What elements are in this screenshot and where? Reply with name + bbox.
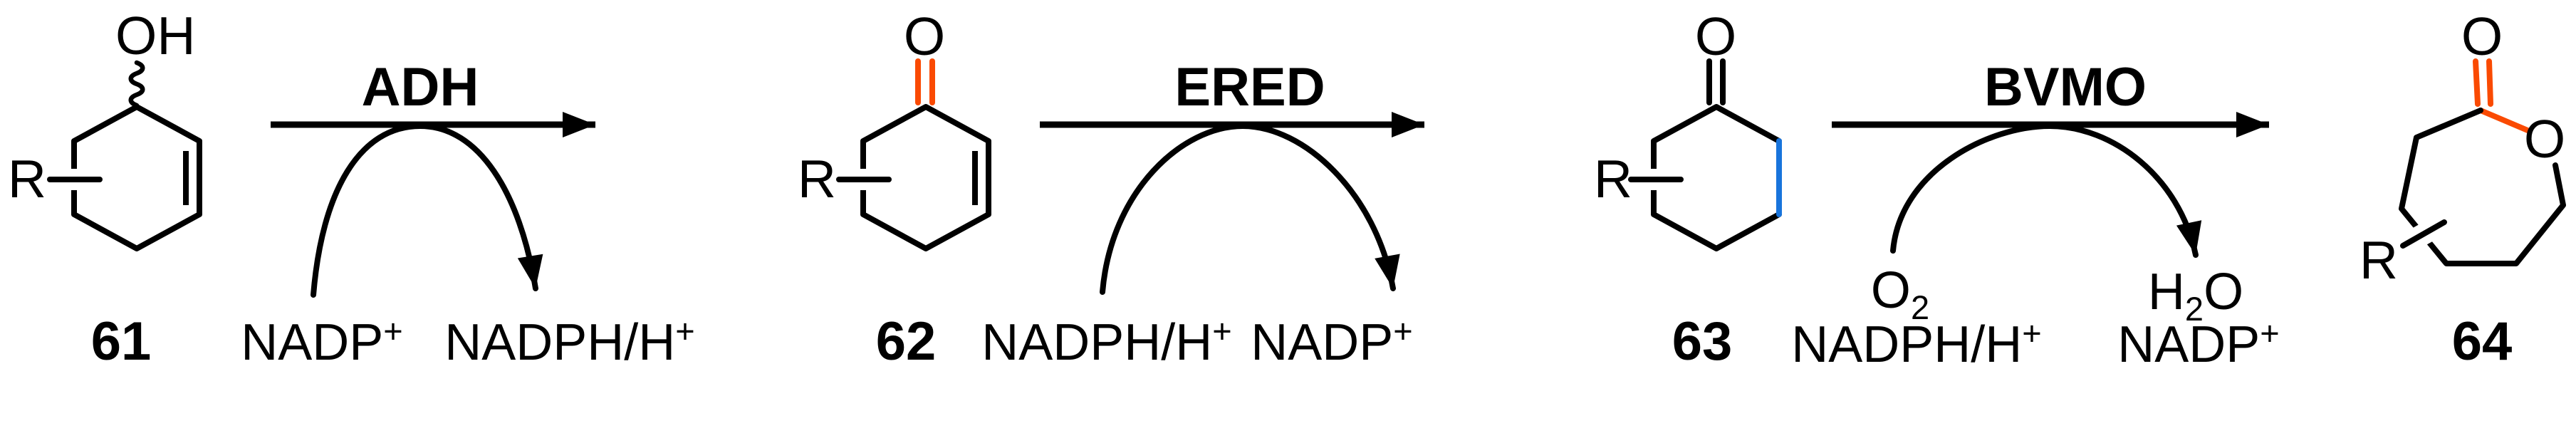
reaction-step-bvmo: BVMO O2 NADPH/H+ H2O NADP+ [1791,57,2280,373]
wavy-stereo-bond [128,60,145,108]
cofactor-in-nadph: NADPH/H+ [1791,314,2042,373]
ring-62 [860,104,991,251]
r-group-label-61: R [8,149,46,209]
cofactor-in-nadph: NADPH/H+ [981,312,1232,371]
compound-number-62: 62 [876,311,937,372]
ring-oxygen-label-64: O [2524,109,2565,169]
reaction-step-adh: ADH NADP+ NADPH/H+ [241,57,695,371]
compound-number-63: 63 [1672,311,1733,372]
cofactor-text: NADP [1251,314,1393,371]
cofactor-text: NADP [2117,316,2260,373]
cofactor-text: NADP [241,314,383,371]
cofactor-out-nadp: NADP+ [2117,314,2280,373]
compound-62: O R 62 [798,6,991,372]
cofactor-in-nadp: NADP+ [241,312,403,371]
cofactor-arc-1 [311,123,543,298]
ester-c-o-bond-64 [2478,108,2530,133]
ring-64 [2399,108,2566,266]
cofactor-text: NADPH/H [981,314,1212,371]
carbonyl-oxygen-label-64: O [2461,6,2503,66]
superscript-plus: + [675,312,694,350]
compound-number-64: 64 [2452,311,2513,372]
compound-64: O O R 64 [2359,6,2566,372]
superscript-plus: + [2260,314,2279,352]
r-group-label-62: R [798,149,836,209]
reactant-o2: O2 [1871,262,1929,326]
enzyme-label-ered: ERED [1174,57,1325,118]
product-h2o: H2O [2148,264,2243,328]
carbonyl-double-bond-64 [2473,58,2481,107]
formula-text: O [1871,262,1911,319]
compound-number-61: 61 [91,311,152,372]
enzyme-label-bvmo: BVMO [1984,57,2147,118]
cofactor-text: NADPH/H [444,314,675,371]
r-group-label-63: R [1594,149,1632,209]
compound-61: OH R 61 [8,6,202,372]
ring-61 [71,104,202,251]
formula-text: O [2204,264,2243,320]
compound-63: O R 63 [1594,6,1782,372]
formula-text: H [2148,264,2185,320]
cofactor-arc-2 [1100,123,1400,295]
carbonyl-oxygen-label-63: O [1695,6,1736,66]
superscript-plus: + [2022,314,2041,352]
cofactor-text: NADPH/H [1791,316,2022,373]
reaction-step-ered: ERED NADPH/H+ NADP+ [981,57,1424,371]
hydroxyl-label: OH [115,6,196,66]
subscript-2: 2 [2185,290,2204,328]
superscript-plus: + [1212,312,1231,350]
superscript-plus: + [1393,312,1412,350]
r-substituent-bond-64 [2400,219,2447,249]
cofactor-arc-3 [1890,123,2202,258]
r-group-label-64: R [2359,230,2398,290]
carbonyl-double-bond-64 [2486,58,2493,107]
carbonyl-oxygen-label-62: O [904,6,945,66]
subscript-2: 2 [1911,288,1929,326]
superscript-plus: + [383,312,402,350]
cofactor-out-nadp: NADP+ [1251,312,1413,371]
enzyme-label-adh: ADH [362,57,479,118]
cofactor-out-nadph: NADPH/H+ [444,312,695,371]
